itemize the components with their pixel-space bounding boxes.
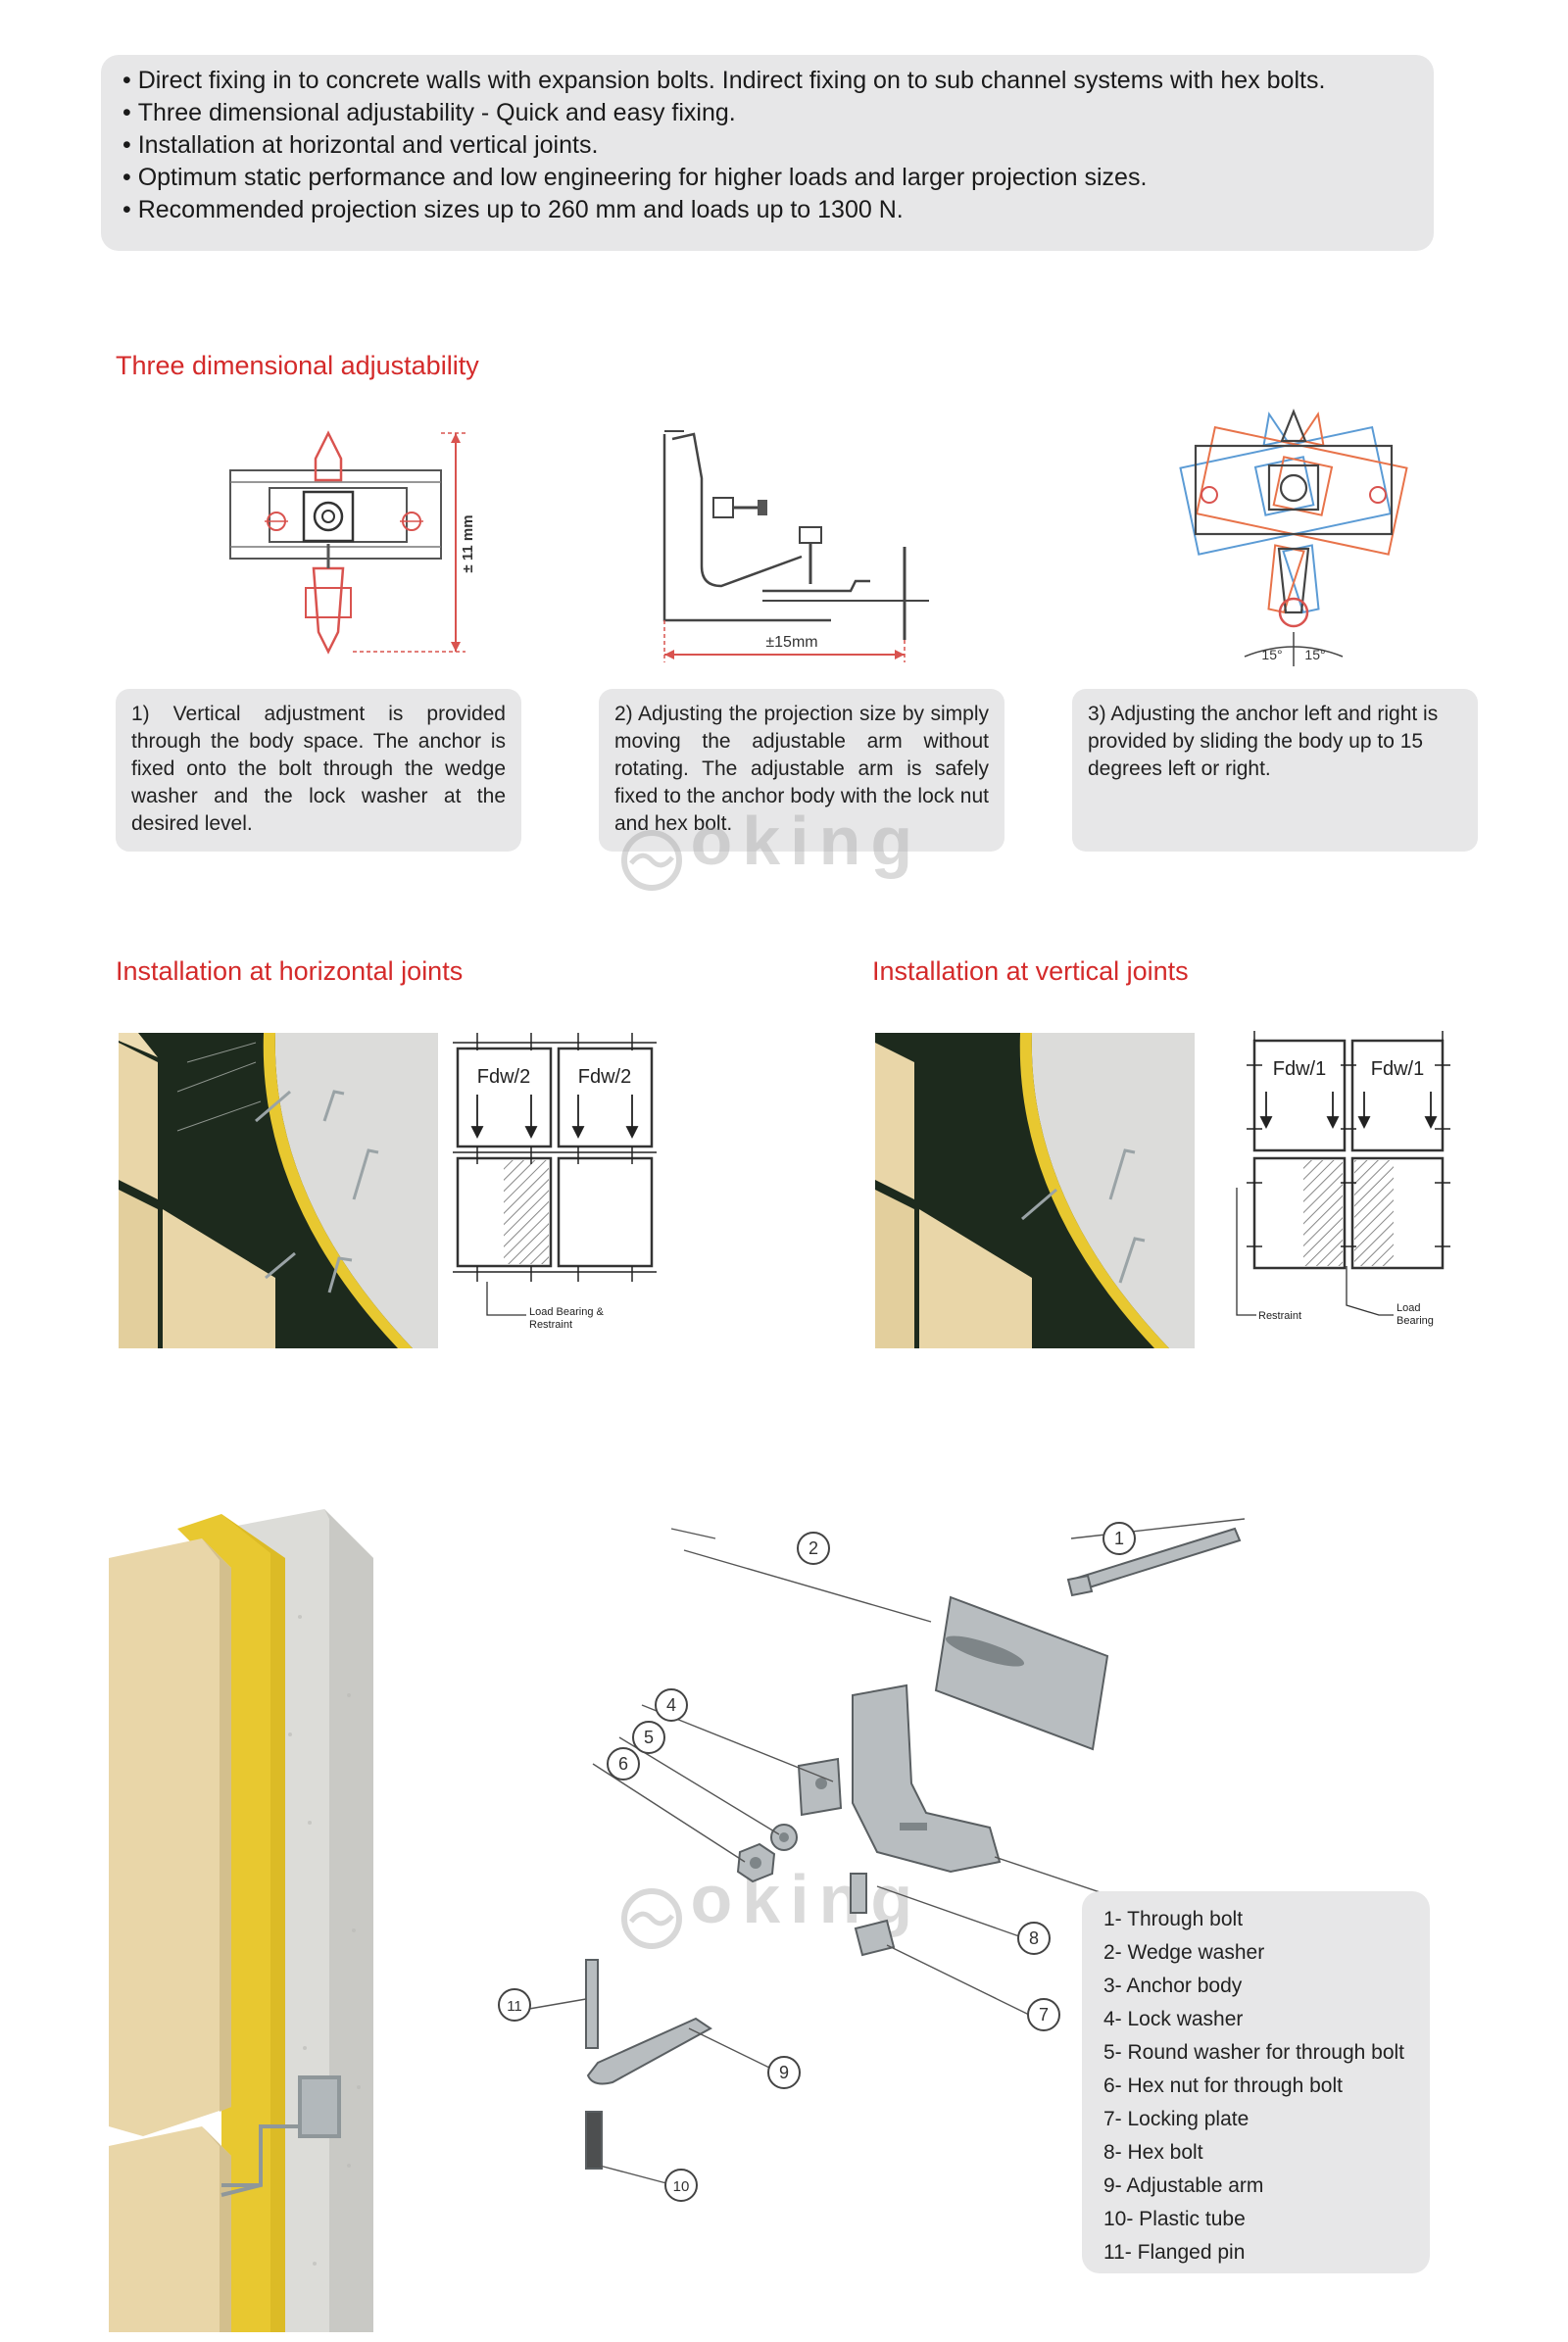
legend-item: 1- Through bolt (1103, 1908, 1244, 1930)
load-label-left: Fdw/1 (1273, 1058, 1326, 1080)
part-number-6: 6 (618, 1754, 628, 1774)
projection-adjustment-description: 2) Adjusting the projection size by simp… (599, 689, 1004, 852)
legend-item: 10- Plastic tube (1103, 2208, 1246, 2230)
part-number-5: 5 (644, 1728, 654, 1747)
part-number-2: 2 (808, 1538, 818, 1558)
adjustability-heading: Three dimensional adjustability (116, 351, 479, 380)
load-bearing-restraint-callout: Load Bearing & Restraint (529, 1306, 607, 1331)
legend-item: 9- Adjustable arm (1103, 2174, 1264, 2197)
right-angle-label: 15° (1304, 647, 1325, 662)
load-bearing-callout: Load Bearing (1396, 1302, 1434, 1327)
legend-item: 5- Round washer for through bolt (1103, 2041, 1405, 2064)
facade-cross-section-illustration (109, 1509, 373, 2332)
load-label-right: Fdw/1 (1371, 1058, 1424, 1080)
watermark-logo-icon (621, 1887, 682, 1949)
watermark-logo-icon (621, 829, 682, 891)
vertical-joints-load-diagram: Fdw/1 Fdw/1 Restraint Load Bearing (1236, 1031, 1450, 1327)
part-number-1: 1 (1114, 1529, 1124, 1548)
intro-bullet: Installation at horizontal and vertical … (122, 129, 1412, 162)
lateral-adjustment-description: 3) Adjusting the anchor left and right i… (1072, 689, 1478, 852)
horizontal-joints-load-diagram: Fdw/2 Fdw/2 Load Bearing & Restraint (453, 1033, 657, 1331)
callout-line: Restraint (529, 1319, 572, 1331)
legend-item: 2- Wedge washer (1103, 1941, 1265, 1964)
load-label-right: Fdw/2 (578, 1066, 631, 1088)
left-angle-label: 15° (1261, 647, 1282, 662)
legend-item: 11- Flanged pin (1103, 2241, 1246, 2264)
vertical-adjustment-description: 1) Vertical adjustment is provided throu… (116, 689, 521, 852)
legend-item: 3- Anchor body (1103, 1975, 1243, 1997)
intro-panel: Direct fixing in to concrete walls with … (101, 55, 1434, 251)
callout-line: Load (1396, 1302, 1420, 1314)
watermark-text: oking (690, 803, 923, 879)
legend-item: 4- Lock washer (1103, 2008, 1244, 2030)
vertical-joints-facade-illustration (875, 1033, 1195, 1348)
vertical-range-label: ± 11 mm (460, 514, 476, 572)
intro-bullet: Direct fixing in to concrete walls with … (122, 65, 1412, 97)
parts-legend: 1- Through bolt 2- Wedge washer 3- Ancho… (1082, 1891, 1430, 2273)
projection-range-label: ±15mm (765, 634, 817, 651)
part-number-7: 7 (1039, 2005, 1049, 2025)
vertical-adjustment-diagram: ± 11 mm (229, 430, 476, 655)
part-number-8: 8 (1029, 1928, 1039, 1948)
horizontal-joints-facade-illustration (119, 1033, 438, 1348)
watermark: oking (617, 802, 922, 895)
intro-bullet: Optimum static performance and low engin… (122, 162, 1412, 194)
legend-item: 8- Hex bolt (1103, 2141, 1203, 2164)
vertical-joints-heading: Installation at vertical joints (872, 956, 1189, 986)
part-number-11: 11 (507, 1998, 522, 2015)
intro-bullet: Three dimensional adjustability - Quick … (122, 97, 1412, 129)
restraint-callout: Restraint (1258, 1310, 1301, 1322)
horizontal-joints-heading: Installation at horizontal joints (116, 956, 464, 986)
legend-item: 7- Locking plate (1103, 2108, 1250, 2130)
lateral-adjustment-diagram: 15° 15° (1179, 409, 1408, 666)
part-number-10: 10 (673, 2178, 690, 2195)
projection-adjustment-diagram: ±15mm (662, 430, 929, 662)
part-number-4: 4 (666, 1695, 676, 1715)
intro-bullet: Recommended projection sizes up to 260 m… (122, 194, 1412, 226)
callout-line: Load Bearing & (529, 1306, 604, 1318)
legend-item: 6- Hex nut for through bolt (1103, 2074, 1343, 2097)
part-number-9: 9 (779, 2063, 789, 2082)
callout-line: Bearing (1396, 1315, 1434, 1327)
load-label-left: Fdw/2 (477, 1066, 530, 1088)
